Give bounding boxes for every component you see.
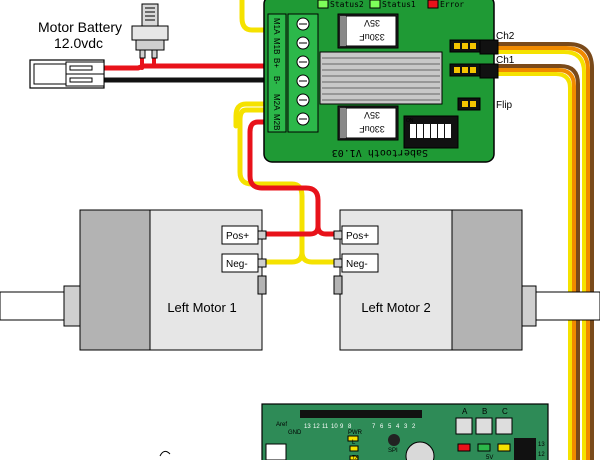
led-b-label: B xyxy=(482,407,487,416)
pwr-label: PWR xyxy=(348,430,363,436)
spi-label: SPI xyxy=(388,448,398,454)
pin-number-row: 13 12 11 10 9 8 7 6 5 4 3 2 xyxy=(304,424,416,430)
battery-connector xyxy=(29,59,105,89)
servo-cable-ch2 xyxy=(496,42,594,460)
terminal-label-m2b: M2B xyxy=(272,114,281,130)
pin-number: 10 xyxy=(331,424,338,430)
power-switch[interactable] xyxy=(131,3,169,59)
right-label-13: 13 xyxy=(538,442,545,448)
motor1-neg-label: Neg- xyxy=(226,259,248,270)
right-label-5v: 5V xyxy=(486,455,493,460)
pin-number: 6 xyxy=(380,424,384,430)
pin-number: 3 xyxy=(404,424,408,430)
status-led-row: Status2 Status1 Error xyxy=(317,0,464,9)
motor2-pos-label: Pos+ xyxy=(346,231,369,242)
pin-number: 4 xyxy=(396,424,400,430)
piezo-buzzer xyxy=(405,441,435,460)
motor-2: Pos+ Neg- Left Motor 2 xyxy=(333,209,600,351)
status2-label: Status2 xyxy=(330,0,364,9)
pin-number: 5 xyxy=(388,424,392,430)
battery-voltage: 12.0vdc xyxy=(54,35,103,51)
reset-button[interactable] xyxy=(388,434,400,446)
capacitor-2: 35V 330uF xyxy=(337,105,399,141)
l-label: L xyxy=(352,440,356,446)
terminal-block: M1A M1B B+ B- M2A M2B xyxy=(267,13,319,133)
led-a-label: A xyxy=(462,407,468,416)
terminal-label-m1b: M1B xyxy=(272,38,281,54)
status1-label: Status1 xyxy=(382,0,416,9)
terminal-screws xyxy=(296,17,310,126)
stray-lead xyxy=(159,450,171,457)
heatsink xyxy=(319,51,443,105)
ch1-header xyxy=(449,63,481,77)
pin-number: 9 xyxy=(340,424,344,430)
flip-header xyxy=(457,97,481,111)
ch1-label: Ch1 xyxy=(496,55,515,66)
motor-1: Pos+ Neg- Left Motor 1 xyxy=(0,209,267,351)
battery-label: Motor Battery xyxy=(38,19,122,35)
aref-label: Aref xyxy=(276,422,287,428)
right-label-12: 12 xyxy=(538,452,545,458)
l-led xyxy=(349,445,359,452)
terminal-label-bminus: B- xyxy=(272,76,281,84)
gnd-label: GND xyxy=(288,430,302,436)
cap1-voltage: 35V xyxy=(364,18,380,28)
cap1-capacitance: 330uF xyxy=(359,32,385,42)
terminal-label-m1a: M1A xyxy=(272,18,281,35)
servo-cable-ch1 xyxy=(496,64,580,460)
pin-number: 12 xyxy=(313,424,320,430)
pin-number: 13 xyxy=(304,424,311,430)
pin-number: 7 xyxy=(372,424,376,430)
ch2-label: Ch2 xyxy=(496,31,515,42)
error-label: Error xyxy=(440,0,464,9)
tx-label: TX xyxy=(352,455,359,460)
terminal-label-bplus: B+ xyxy=(272,58,281,68)
motor2-name: Left Motor 2 xyxy=(361,300,430,315)
board-name: Sabertooth V1.03 xyxy=(332,147,428,158)
tx-led xyxy=(349,455,359,460)
usb-jack xyxy=(265,443,287,460)
sabertooth-board: Status2 Status1 Error M1A M1B B+ B- M2A xyxy=(263,0,495,163)
cap2-voltage: 35V xyxy=(364,110,380,120)
ch1-servo-plug xyxy=(479,63,499,79)
servo-header xyxy=(514,438,536,460)
pin-number: 11 xyxy=(322,424,329,430)
dip-on-label: ON xyxy=(406,118,414,124)
dip-switch[interactable]: ON xyxy=(403,115,459,149)
flip-label: Flip xyxy=(496,100,513,111)
led-a xyxy=(457,443,471,452)
arduino-board: 13 12 11 10 9 8 7 6 5 4 3 2 Aref GND PWR… xyxy=(261,403,549,460)
cap2-capacitance: 330uF xyxy=(359,124,385,134)
motor2-neg-label: Neg- xyxy=(346,259,368,270)
led-b xyxy=(477,443,491,452)
led-c xyxy=(497,443,511,452)
ch2-header xyxy=(449,39,481,53)
terminal-label-m2a: M2A xyxy=(272,94,281,111)
motor1-name: Left Motor 1 xyxy=(167,300,236,315)
battery-wires xyxy=(101,54,271,83)
motor-wires xyxy=(233,0,341,265)
capacitor-1: 35V 330uF xyxy=(337,13,399,49)
led-c-label: C xyxy=(502,407,508,416)
pin-number: 2 xyxy=(412,424,416,430)
digital-pin-header xyxy=(300,410,422,418)
pin-number: 8 xyxy=(348,424,352,430)
pwr-led xyxy=(347,435,359,442)
motor1-pos-label: Pos+ xyxy=(226,231,249,242)
ch2-servo-plug xyxy=(479,39,499,55)
